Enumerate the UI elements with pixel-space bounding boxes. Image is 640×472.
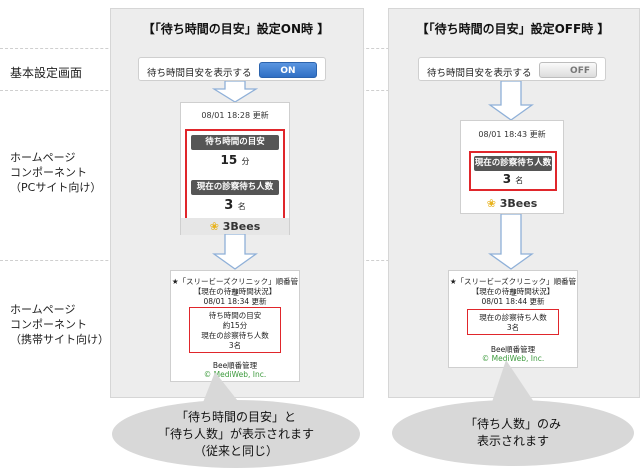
left-pc-count-value: 3 名 [224, 198, 246, 213]
right-mobile-widget: ★「スリービーズクリニック」順番管理 【現在の待ち時間状況】 08/01 18:… [448, 270, 578, 368]
right-toggle-off[interactable]: OFF [539, 62, 597, 78]
left-pc-highlight: 待ち時間の目安 15 分 現在の診察待ち人数 3 名 [185, 129, 285, 224]
right-setting-label: 待ち時間目安を表示する [427, 68, 532, 79]
left-toggle-on[interactable]: ON [259, 62, 317, 78]
row-label-mobile-3: （携帯サイト向け） [10, 333, 109, 346]
left-mobile-line2: 【現在の待ち時間状況】 [193, 287, 277, 296]
left-mobile-box4: 3名 [228, 341, 242, 350]
right-pc-count-header: 現在の診察待ち人数 [474, 156, 552, 171]
right-pc-logo: ❀ 3Bees [461, 195, 563, 212]
right-setting-row: 待ち時間目安を表示する OFF [418, 57, 606, 81]
bee-icon: ❀ [209, 220, 223, 233]
left-mobile-line3: 08/01 18:34 更新 [203, 297, 267, 306]
left-pc-widget: 08/01 18:28 更新 待ち時間の目安 15 分 現在の診察待ち人数 3 … [180, 102, 290, 235]
right-title: 【「待ち時間の目安」設定OFF時 】 [416, 22, 610, 36]
right-bubble [392, 400, 634, 466]
right-bubble-line1: 「待ち人数」のみ [464, 417, 561, 431]
right-bubble-pointer [490, 360, 538, 408]
right-mobile-footer1: Bee順番管理 [490, 345, 536, 354]
right-mobile-footer2: © MediWeb, Inc. [481, 354, 545, 363]
left-title: 【「待ち時間の目安」設定ON時 】 [142, 22, 330, 36]
left-mobile-highlight: 待ち時間の目安 約15分 現在の診察待ち人数 3名 [189, 307, 281, 353]
right-mobile-line3: 08/01 18:44 更新 [481, 297, 545, 306]
row-label-pc-1: ホームページ [10, 151, 76, 164]
right-mobile-box2: 3名 [506, 323, 520, 332]
right-pc-widget: 08/01 18:43 更新 現在の診察待ち人数 3 名 ❀ 3Bees [460, 120, 564, 214]
row-label-mobile-2: コンポーネント [10, 318, 87, 331]
right-arrow-2 [488, 214, 534, 270]
left-pc-count-header: 現在の診察待ち人数 [191, 180, 279, 195]
right-mobile-line2: 【現在の待ち時間状況】 [471, 287, 555, 296]
left-mobile-line1: ★「スリービーズクリニック」順番管理 [171, 277, 299, 297]
left-pc-wait-header: 待ち時間の目安 [191, 135, 279, 150]
left-pc-logo: ❀ 3Bees [181, 218, 289, 235]
left-mobile-box2: 約15分 [222, 321, 248, 330]
right-bubble-line2: 表示されます [476, 434, 549, 448]
right-arrow-1 [488, 81, 534, 121]
right-pc-highlight: 現在の診察待ち人数 3 名 [469, 151, 557, 191]
row-label-pc-3: （PCサイト向け） [10, 181, 102, 194]
left-bubble [112, 400, 360, 468]
right-mobile-highlight: 現在の診察待ち人数 3名 [467, 309, 559, 335]
left-bubble-line3: （従来と同じ） [193, 444, 278, 458]
left-mobile-widget: ★「スリービーズクリニック」順番管理 【現在の待ち時間状況】 08/01 18:… [170, 270, 300, 382]
left-mobile-box3: 現在の診察待ち人数 [201, 331, 269, 340]
row-label-pc-2: コンポーネント [10, 166, 87, 179]
right-pc-count-value: 3 名 [502, 172, 524, 186]
right-mobile-box1: 現在の診察待ち人数 [479, 313, 547, 322]
left-setting-label: 待ち時間目安を表示する [147, 68, 252, 79]
left-arrow-1 [212, 81, 258, 103]
row-label-mobile-1: ホームページ [10, 303, 76, 316]
right-pc-updated: 08/01 18:43 更新 [478, 130, 546, 139]
left-mobile-footer2: © MediWeb, Inc. [203, 370, 267, 379]
left-pc-updated: 08/01 18:28 更新 [201, 111, 269, 120]
left-bubble-line1: 「待ち時間の目安」と [175, 410, 296, 424]
bee-icon: ❀ [486, 197, 500, 210]
left-arrow-2 [212, 234, 258, 270]
left-mobile-footer1: Bee順番管理 [212, 361, 258, 370]
row-label-basic: 基本設定画面 [10, 66, 83, 80]
left-bubble-line2: 「待ち人数」が表示されます [157, 427, 314, 441]
left-setting-row: 待ち時間目安を表示する ON [138, 57, 326, 81]
left-mobile-box1: 待ち時間の目安 [208, 311, 262, 320]
left-pc-wait-value: 15 分 [220, 153, 250, 167]
right-mobile-line1: ★「スリービーズクリニック」順番管理 [449, 277, 577, 297]
